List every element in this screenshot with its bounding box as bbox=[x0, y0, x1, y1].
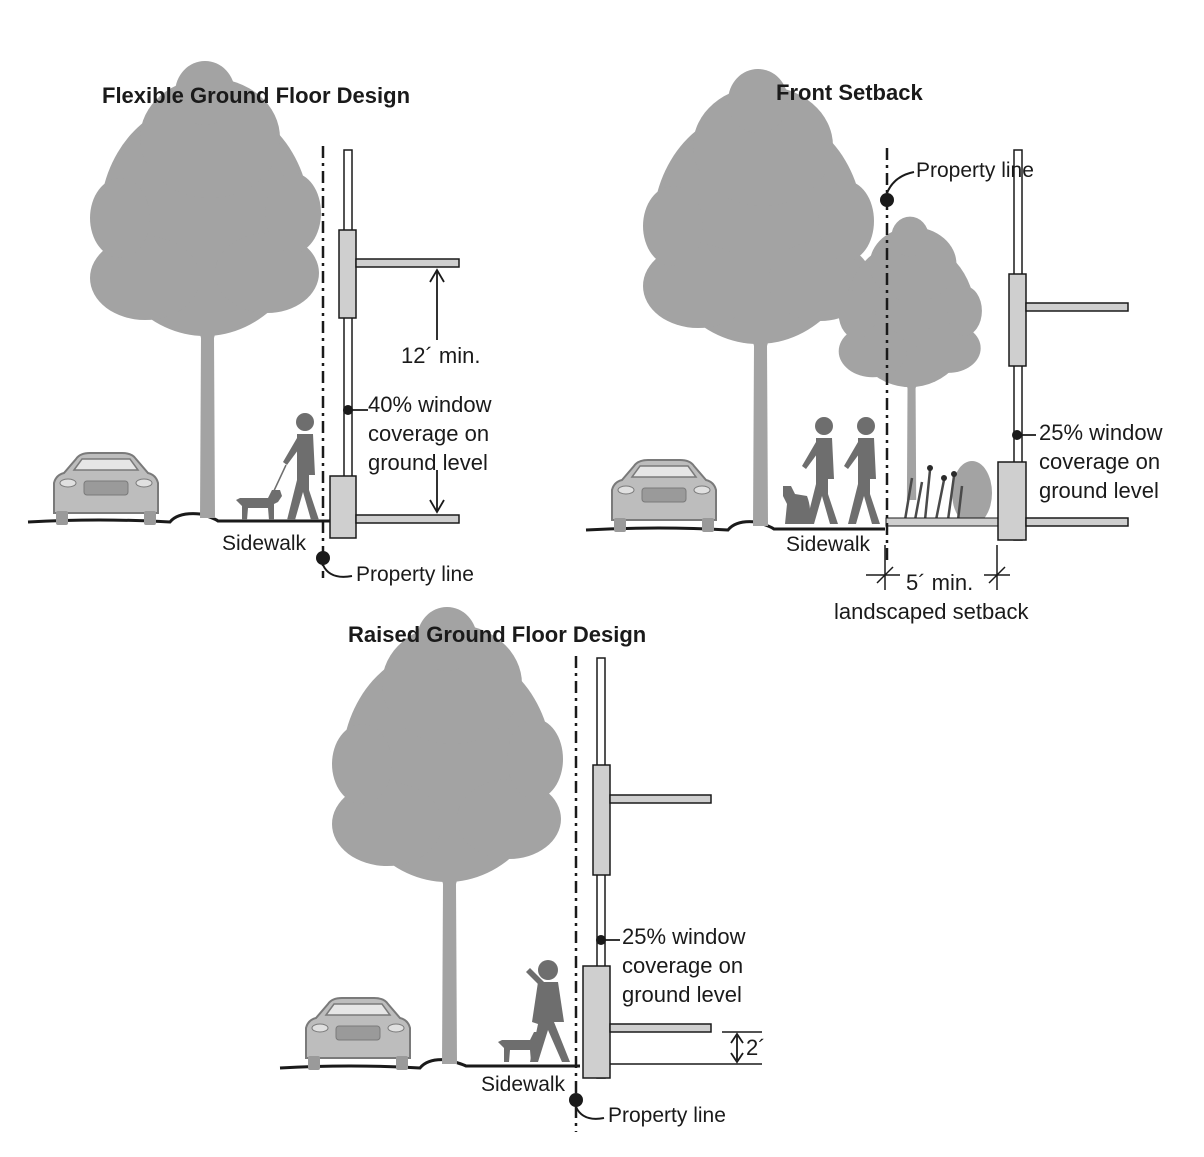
flexible-property-line-label: Property line bbox=[356, 563, 474, 586]
setback-plants bbox=[903, 461, 992, 525]
setback-property-line-label: Property line bbox=[916, 159, 1034, 182]
flexible-window-label-3: ground level bbox=[368, 450, 488, 475]
setback-tree bbox=[643, 69, 874, 526]
flexible-car bbox=[53, 452, 159, 526]
setback-title: Front Setback bbox=[776, 80, 923, 105]
setback-window-label-3: ground level bbox=[1039, 478, 1159, 503]
raised-property-line-label: Property line bbox=[608, 1104, 726, 1127]
setback-car bbox=[611, 459, 717, 533]
flexible-height-label: 12´ min. bbox=[401, 343, 481, 368]
flexible-dog bbox=[236, 490, 282, 520]
flexible-panel bbox=[27, 61, 460, 578]
flexible-title: Flexible Ground Floor Design bbox=[102, 83, 411, 108]
raised-window-label-2: coverage on bbox=[622, 953, 744, 978]
raised-sidewalk-label: Sidewalk bbox=[481, 1073, 566, 1096]
flexible-window-label-2: coverage on bbox=[368, 421, 490, 446]
raised-panel bbox=[279, 607, 762, 1132]
flexible-ground bbox=[27, 512, 330, 524]
flexible-window-label-1: 40% window bbox=[368, 392, 492, 417]
setback-window-label-1: 25% window bbox=[1039, 420, 1163, 445]
flexible-tree bbox=[90, 61, 321, 518]
flexible-walker bbox=[283, 413, 319, 520]
setback-panel bbox=[585, 69, 1129, 590]
raised-car bbox=[305, 997, 411, 1071]
raised-window-label-3: ground level bbox=[622, 982, 742, 1007]
raised-ground bbox=[279, 1058, 580, 1070]
setback-distance-label: 5´ min. bbox=[906, 570, 974, 595]
flexible-sidewalk-label: Sidewalk bbox=[222, 532, 307, 555]
setback-walker-2 bbox=[844, 417, 880, 524]
flexible-building-wall bbox=[343, 149, 353, 531]
setback-dog bbox=[783, 486, 810, 524]
setback-ground bbox=[585, 520, 885, 532]
raised-height-label: 2´ bbox=[746, 1035, 766, 1060]
raised-tree bbox=[332, 607, 563, 1064]
setback-sidewalk-label: Sidewalk bbox=[786, 533, 871, 556]
setback-window-label-2: coverage on bbox=[1039, 449, 1161, 474]
raised-window-label-1: 25% window bbox=[622, 924, 746, 949]
setback-landscaped-label: landscaped setback bbox=[834, 599, 1029, 624]
raised-title: Raised Ground Floor Design bbox=[348, 622, 647, 647]
